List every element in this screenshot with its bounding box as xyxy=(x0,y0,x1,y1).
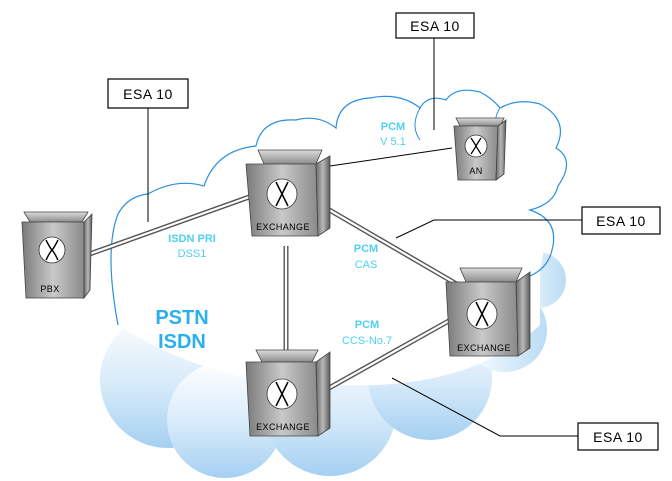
esa-label: ESA 10 xyxy=(593,429,643,445)
link-label-v51: PCM V 5.1 xyxy=(380,121,406,148)
link-signalling: DSS1 xyxy=(178,248,207,260)
esa-label: ESA 10 xyxy=(596,213,646,229)
trunk-lines xyxy=(83,147,462,395)
esa-leaders xyxy=(147,38,582,437)
exchange-top-node: EXCHANGE xyxy=(245,149,331,237)
link-signalling: CAS xyxy=(355,259,378,271)
esa-box-bottom: ESA 10 xyxy=(577,422,659,451)
link-protocol: PCM xyxy=(355,319,379,331)
network-name: PSTN ISDN xyxy=(155,307,208,353)
pbx-node: PBX xyxy=(21,211,93,300)
link-label-pri: ISDN PRI DSS1 xyxy=(168,233,216,260)
esa-label: ESA 10 xyxy=(123,86,173,102)
node-label: EXCHANGE xyxy=(256,222,310,232)
node-label: EXCHANGE xyxy=(256,422,310,432)
esa-box-top: ESA 10 xyxy=(395,12,475,39)
exchange-bottom-node: EXCHANGE xyxy=(245,349,331,437)
switch-crossover-icon xyxy=(470,137,482,155)
network-name-line2: ISDN xyxy=(158,331,206,353)
link-protocol: PCM xyxy=(354,243,378,255)
switch-crossover-icon xyxy=(475,301,489,327)
switch-crossover-icon xyxy=(275,181,289,207)
link-protocol: PCM xyxy=(381,121,405,133)
exchange-right-node: EXCHANGE xyxy=(445,267,531,357)
node-label: AN xyxy=(469,166,482,176)
node-label: EXCHANGE xyxy=(457,343,511,353)
network-name-line1: PSTN xyxy=(155,307,208,329)
link-label-cas: PCM CAS xyxy=(354,243,378,271)
esa-box-left: ESA 10 xyxy=(107,78,189,109)
switch-crossover-icon xyxy=(275,381,289,407)
link-signalling: V 5.1 xyxy=(380,136,406,148)
esa-label: ESA 10 xyxy=(410,18,460,34)
switch-crossover-icon xyxy=(45,239,59,261)
node-label: PBX xyxy=(40,284,59,294)
an-node: AN xyxy=(453,117,507,181)
link-label-ccs: PCM CCS-No.7 xyxy=(342,319,392,347)
esa-box-right: ESA 10 xyxy=(581,206,661,235)
link-protocol: ISDN PRI xyxy=(168,233,216,245)
link-signalling: CCS-No.7 xyxy=(342,335,392,347)
